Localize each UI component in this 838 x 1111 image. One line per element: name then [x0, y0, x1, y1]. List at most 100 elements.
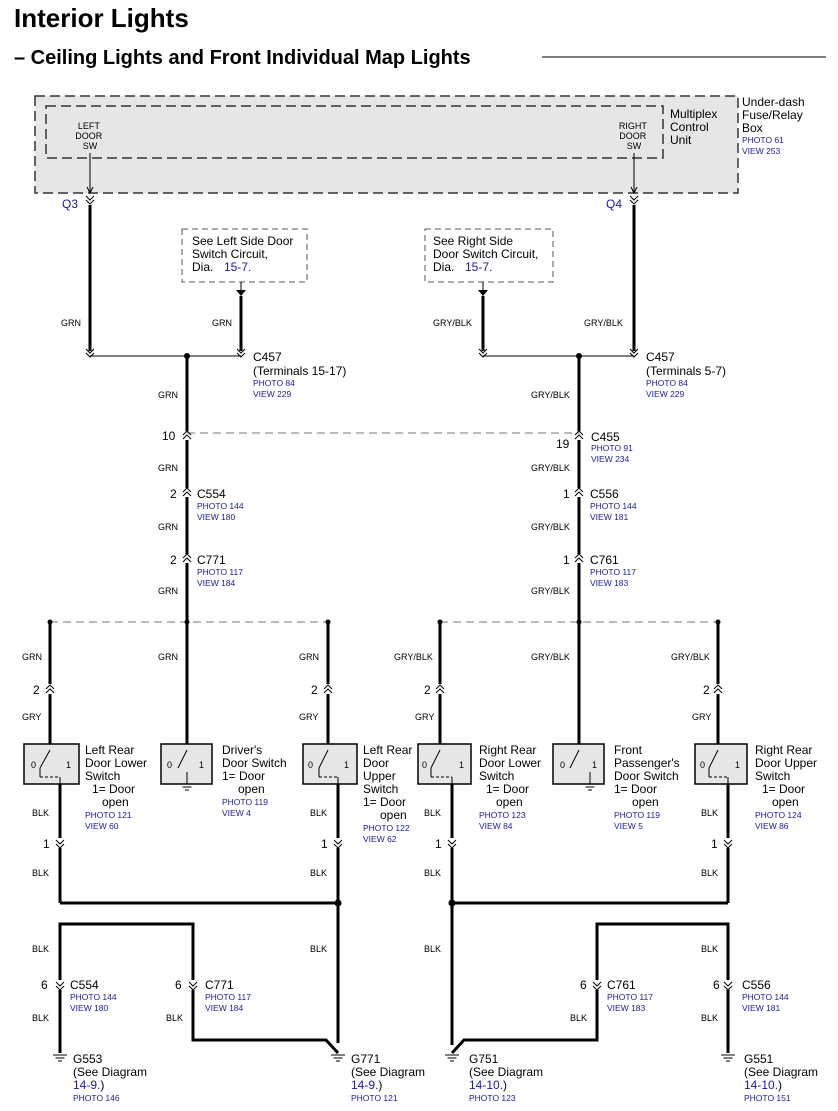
svg-text:VIEW 183: VIEW 183 [590, 578, 629, 588]
fuse-box-photo: PHOTO 61 [742, 135, 784, 145]
svg-text:VIEW 4: VIEW 4 [222, 808, 251, 818]
wire-grn-2: GRN [212, 318, 232, 328]
svg-text:BLK: BLK [32, 1013, 49, 1023]
svg-text:BLK: BLK [570, 1013, 587, 1023]
svg-text:1: 1 [199, 760, 204, 770]
front-passenger-ground-icon [582, 783, 598, 791]
switch-rr-lower-label: Right Rear Door Lower Switch 1= Door ope… [479, 743, 544, 809]
svg-text:PHOTO 123: PHOTO 123 [469, 1093, 516, 1103]
switch-front-passenger: 0 1 [552, 743, 605, 785]
switch-left-rear-lower: 0 1 [23, 743, 80, 785]
g553-ground-icon [52, 1054, 68, 1062]
svg-text:PHOTO 144: PHOTO 144 [197, 501, 244, 511]
wires-top [88, 205, 636, 622]
wires-bottom [58, 784, 730, 1055]
switch-driver-door: 0 1 [160, 743, 213, 785]
g751-ground-icon [444, 1054, 460, 1062]
wire-gryblk-1: GRY/BLK [433, 318, 472, 328]
svg-text:VIEW 60: VIEW 60 [85, 821, 119, 831]
svg-text:1: 1 [43, 837, 50, 851]
svg-text:GRY: GRY [299, 712, 318, 722]
svg-text:14-10.): 14-10.) [469, 1078, 507, 1092]
c771-name: C771 [197, 553, 226, 567]
svg-text:GRN: GRN [299, 652, 319, 662]
svg-text:1: 1 [66, 760, 71, 770]
svg-text:6: 6 [580, 978, 587, 992]
page-title: Interior Lights [14, 3, 189, 33]
svg-text:GRN: GRN [158, 652, 178, 662]
mcu-label: Multiplex Control Unit [670, 107, 721, 147]
svg-text:BLK: BLK [424, 944, 441, 954]
wire-gryblk-2: GRY/BLK [584, 318, 623, 328]
svg-text:2: 2 [33, 683, 40, 697]
c455-name: C455 [591, 430, 620, 444]
switch-rr-upper-label: Right Rear Door Upper Switch 1= Door ope… [755, 743, 820, 809]
svg-text:(See Diagram: (See Diagram [744, 1065, 818, 1079]
svg-text:19: 19 [556, 437, 570, 451]
svg-text:0: 0 [167, 760, 172, 770]
svg-text:VIEW 183: VIEW 183 [607, 1003, 646, 1013]
svg-text:PHOTO 91: PHOTO 91 [591, 443, 633, 453]
switch-lr-upper-label: Left Rear Door Upper Switch 1= Door open [363, 743, 416, 822]
g551-name: G551 [744, 1052, 774, 1066]
svg-text:2: 2 [170, 487, 177, 501]
svg-text:(See Diagram: (See Diagram [73, 1065, 147, 1079]
svg-text:VIEW 62: VIEW 62 [363, 834, 397, 844]
q4-terminal: Q4 [606, 197, 622, 211]
svg-text:BLK: BLK [310, 944, 327, 954]
g771-name: G771 [351, 1052, 381, 1066]
svg-text:PHOTO 146: PHOTO 146 [73, 1093, 120, 1103]
svg-text:1: 1 [459, 760, 464, 770]
svg-text:2: 2 [311, 683, 318, 697]
svg-text:14-9.): 14-9.) [351, 1078, 382, 1092]
svg-text:VIEW 181: VIEW 181 [590, 512, 629, 522]
svg-text:2: 2 [703, 683, 710, 697]
svg-text:PHOTO 119: PHOTO 119 [222, 797, 268, 807]
svg-text:1: 1 [711, 837, 718, 851]
svg-text:PHOTO 123: PHOTO 123 [479, 810, 526, 820]
svg-text:PHOTO 124: PHOTO 124 [755, 810, 802, 820]
see-left-link[interactable]: 15-7. [224, 260, 251, 274]
svg-text:PHOTO 144: PHOTO 144 [742, 992, 789, 1002]
svg-text:PHOTO 117: PHOTO 117 [607, 992, 653, 1002]
svg-text:PHOTO 121: PHOTO 121 [85, 810, 132, 820]
svg-text:0: 0 [308, 760, 313, 770]
svg-text:0: 0 [700, 760, 705, 770]
see-right-link[interactable]: 15-7. [465, 260, 492, 274]
switch-right-rear-upper: 0 1 [694, 743, 748, 785]
g751-name: G751 [469, 1052, 499, 1066]
c457-left-view: VIEW 229 [253, 389, 292, 399]
fuse-box-view: VIEW 253 [742, 146, 781, 156]
svg-text:VIEW 184: VIEW 184 [205, 1003, 244, 1013]
switch-driver-label: Driver's Door Switch 1= Door open [222, 743, 290, 796]
svg-text:GRY/BLK: GRY/BLK [671, 652, 710, 662]
svg-text:1: 1 [321, 837, 328, 851]
svg-text:10: 10 [162, 429, 176, 443]
c761-name: C761 [590, 553, 619, 567]
svg-text:BLK: BLK [701, 868, 718, 878]
svg-text:BLK: BLK [701, 944, 718, 954]
c457-right-view: VIEW 229 [646, 389, 685, 399]
switch-left-rear-upper: 0 1 [302, 743, 358, 785]
svg-text:VIEW 234: VIEW 234 [591, 454, 630, 464]
c457-right-photo: PHOTO 84 [646, 378, 688, 388]
svg-text:GRY/BLK: GRY/BLK [531, 586, 570, 596]
c556-name: C556 [590, 487, 619, 501]
svg-text:PHOTO 121: PHOTO 121 [351, 1093, 398, 1103]
svg-text:BLK: BLK [701, 1013, 718, 1023]
svg-text:GRN: GRN [158, 463, 178, 473]
see-left-note [181, 228, 308, 283]
svg-text:BLK: BLK [166, 1013, 183, 1023]
svg-text:1: 1 [563, 553, 570, 567]
svg-text:PHOTO 119: PHOTO 119 [614, 810, 660, 820]
svg-text:PHOTO 122: PHOTO 122 [363, 823, 410, 833]
svg-text:14-10.): 14-10.) [744, 1078, 782, 1092]
svg-text:GRY: GRY [415, 712, 434, 722]
svg-text:PHOTO 117: PHOTO 117 [590, 567, 636, 577]
svg-text:BLK: BLK [424, 868, 441, 878]
svg-text:GRY: GRY [22, 712, 41, 722]
svg-text:GRY/BLK: GRY/BLK [531, 522, 570, 532]
svg-text:PHOTO 151: PHOTO 151 [744, 1093, 791, 1103]
q3-terminal: Q3 [62, 197, 78, 211]
c457-left-sub: (Terminals 15-17) [253, 364, 346, 378]
